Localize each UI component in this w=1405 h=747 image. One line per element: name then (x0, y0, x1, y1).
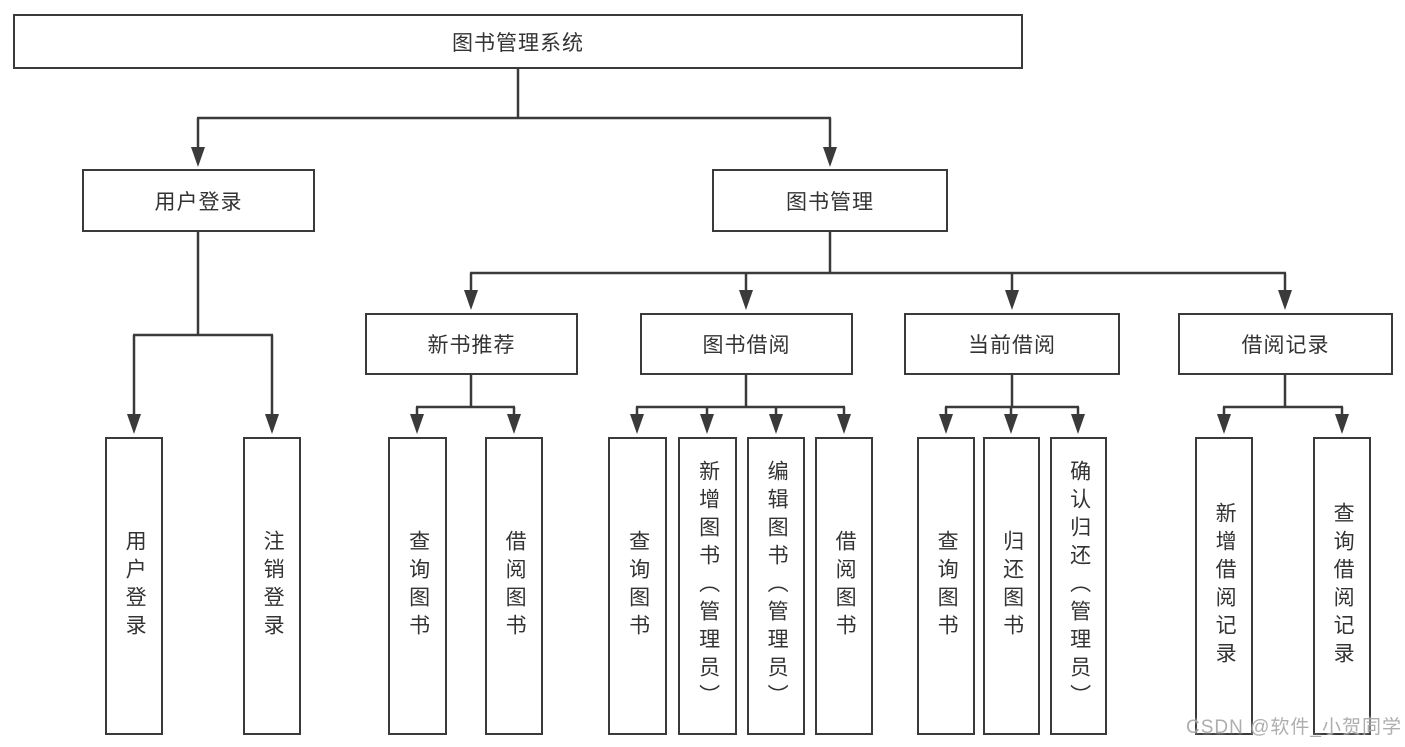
node-leaf-query-books-borrow-label: 查询图书 (626, 530, 650, 642)
node-leaf-add-borrow-record-label: 新增借阅记录 (1213, 502, 1237, 670)
node-leaf-borrow-books-recommend: 借阅图书 (485, 437, 543, 735)
node-leaf-user-login-label: 用户登录 (123, 530, 147, 642)
node-leaf-query-books-recommend-label: 查询图书 (406, 530, 430, 642)
node-library-system: 图书管理系统 (13, 14, 1023, 69)
edge-new-book-children (410, 375, 521, 434)
node-book-borrow-label: 图书借阅 (702, 334, 791, 357)
node-current-borrow: 当前借阅 (904, 313, 1120, 375)
node-library-system-label: 图书管理系统 (452, 31, 584, 55)
node-leaf-query-books-borrow: 查询图书 (608, 437, 667, 735)
node-leaf-borrow-books: 借阅图书 (815, 437, 873, 735)
node-leaf-logout: 注销登录 (243, 437, 301, 735)
node-leaf-borrow-books-label: 借阅图书 (833, 530, 857, 642)
node-leaf-query-books-current-label: 查询图书 (935, 530, 959, 642)
node-leaf-confirm-return-admin: 确认归还（管理员） (1050, 437, 1107, 735)
node-user-login: 用户登录 (82, 169, 315, 232)
node-leaf-add-borrow-record: 新增借阅记录 (1195, 437, 1253, 735)
node-new-book-recommend: 新书推荐 (365, 313, 578, 375)
node-user-login-label: 用户登录 (154, 190, 243, 214)
node-book-management: 图书管理 (712, 169, 948, 232)
node-book-management-label: 图书管理 (786, 190, 874, 214)
edge-book-borrow-children (630, 375, 851, 434)
node-leaf-edit-book-admin-label: 编辑图书（管理员） (765, 460, 789, 712)
node-leaf-query-books-recommend: 查询图书 (388, 437, 447, 735)
node-current-borrow-label: 当前借阅 (968, 334, 1056, 357)
node-leaf-user-login: 用户登录 (105, 437, 163, 735)
node-leaf-edit-book-admin: 编辑图书（管理员） (747, 437, 805, 735)
node-leaf-add-book-admin-label: 新增图书（管理员） (696, 460, 720, 712)
node-leaf-logout-label: 注销登录 (261, 530, 285, 642)
edge-user-login-children (127, 232, 279, 434)
node-book-borrow: 图书借阅 (640, 313, 853, 375)
node-leaf-return-books: 归还图书 (983, 437, 1040, 735)
edge-root-to-level2 (191, 69, 837, 167)
node-leaf-query-borrow-record: 查询借阅记录 (1313, 437, 1371, 735)
edge-borrow-record-children (1217, 375, 1349, 434)
node-leaf-query-borrow-record-label: 查询借阅记录 (1331, 502, 1355, 670)
csdn-watermark: CSDN @软件_小贺同学 (1186, 717, 1402, 738)
node-leaf-borrow-books-recommend-label: 借阅图书 (503, 530, 527, 642)
node-leaf-return-books-label: 归还图书 (1000, 530, 1024, 642)
node-leaf-confirm-return-admin-label: 确认归还（管理员） (1067, 460, 1091, 712)
edge-book-management-children (464, 232, 1292, 310)
node-borrow-records: 借阅记录 (1178, 313, 1393, 375)
node-borrow-records-label: 借阅记录 (1241, 334, 1330, 357)
node-leaf-query-books-current: 查询图书 (917, 437, 975, 735)
node-leaf-add-book-admin: 新增图书（管理员） (678, 437, 737, 735)
edge-current-borrow-children (939, 375, 1085, 434)
node-new-book-recommend-label: 新书推荐 (427, 334, 516, 357)
